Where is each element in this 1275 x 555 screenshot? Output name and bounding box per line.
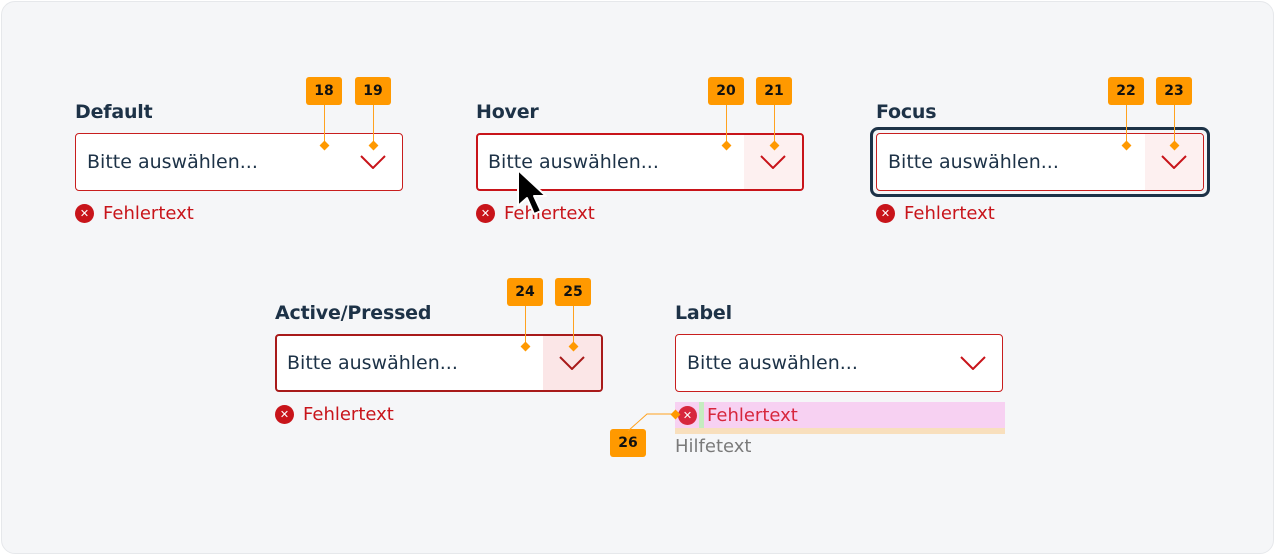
select-placeholder: Bitte auswählen... xyxy=(87,151,258,173)
annotation-leader xyxy=(1174,105,1175,145)
annotation-leader xyxy=(774,105,775,145)
select-input-active[interactable]: Bitte auswählen... xyxy=(275,334,603,392)
annotation-badge: 20 xyxy=(708,77,744,105)
annotation-badge: 23 xyxy=(1156,77,1192,105)
error-x-icon: ✕ xyxy=(275,404,294,424)
mouse-cursor-icon xyxy=(517,169,547,215)
error-text: Fehlertext xyxy=(103,202,194,224)
chevron-button[interactable] xyxy=(344,134,402,190)
select-placeholder: Bitte auswählen... xyxy=(687,352,858,374)
select-placeholder: Bitte auswählen... xyxy=(287,352,458,374)
annotation-badge: 21 xyxy=(756,77,792,105)
select-input-focus[interactable]: Bitte auswählen... xyxy=(876,133,1204,191)
error-x-icon: ✕ xyxy=(678,405,697,425)
chevron-down-icon xyxy=(1161,155,1187,169)
annotation-leader xyxy=(726,105,727,145)
field-label: Focus xyxy=(876,101,937,123)
annotation-leader xyxy=(525,306,526,346)
error-text: Fehlertext xyxy=(303,403,394,425)
select-placeholder: Bitte auswählen... xyxy=(488,151,659,173)
select-placeholder: Bitte auswählen... xyxy=(888,151,1059,173)
chevron-down-icon xyxy=(360,155,386,169)
chevron-down-icon xyxy=(960,356,986,370)
annotation-leader xyxy=(373,105,374,145)
spacing-highlight xyxy=(699,402,704,428)
annotation-leader xyxy=(324,105,325,145)
error-message: ✕ Fehlertext xyxy=(876,201,995,225)
annotation-badge: 24 xyxy=(507,278,543,306)
error-message: ✕ Fehlertext xyxy=(75,201,194,225)
field-label: Active/Pressed xyxy=(275,302,432,324)
annotation-leader xyxy=(1126,105,1127,145)
annotation-badge: 19 xyxy=(355,77,391,105)
error-highlight xyxy=(675,402,1005,434)
field-label: Label xyxy=(675,302,732,324)
annotation-badge: 25 xyxy=(555,278,591,306)
error-message: ✕ Fehlertext xyxy=(678,403,798,427)
error-x-icon: ✕ xyxy=(75,203,94,223)
chevron-button[interactable] xyxy=(944,335,1002,391)
field-label: Hover xyxy=(476,101,539,123)
padding-highlight xyxy=(675,428,1005,434)
error-text: Fehlertext xyxy=(707,404,798,426)
select-input-label[interactable]: Bitte auswählen... xyxy=(675,334,1003,392)
error-text: Fehlertext xyxy=(904,202,995,224)
annotation-badge: 18 xyxy=(306,77,342,105)
error-x-icon: ✕ xyxy=(876,203,895,223)
select-input-default[interactable]: Bitte auswählen... xyxy=(75,133,403,191)
annotation-badge: 26 xyxy=(610,429,646,457)
annotation-badge: 22 xyxy=(1108,77,1144,105)
error-text: Fehlertext xyxy=(504,202,595,224)
error-message: ✕ Fehlertext xyxy=(476,201,595,225)
annotation-leader xyxy=(627,413,675,432)
help-text: Hilfetext xyxy=(675,436,752,457)
field-label: Default xyxy=(75,101,153,123)
annotation-leader xyxy=(573,306,574,346)
chevron-down-icon xyxy=(760,155,786,169)
error-x-icon: ✕ xyxy=(476,203,495,223)
chevron-down-icon xyxy=(559,356,585,370)
error-message: ✕ Fehlertext xyxy=(275,402,394,426)
